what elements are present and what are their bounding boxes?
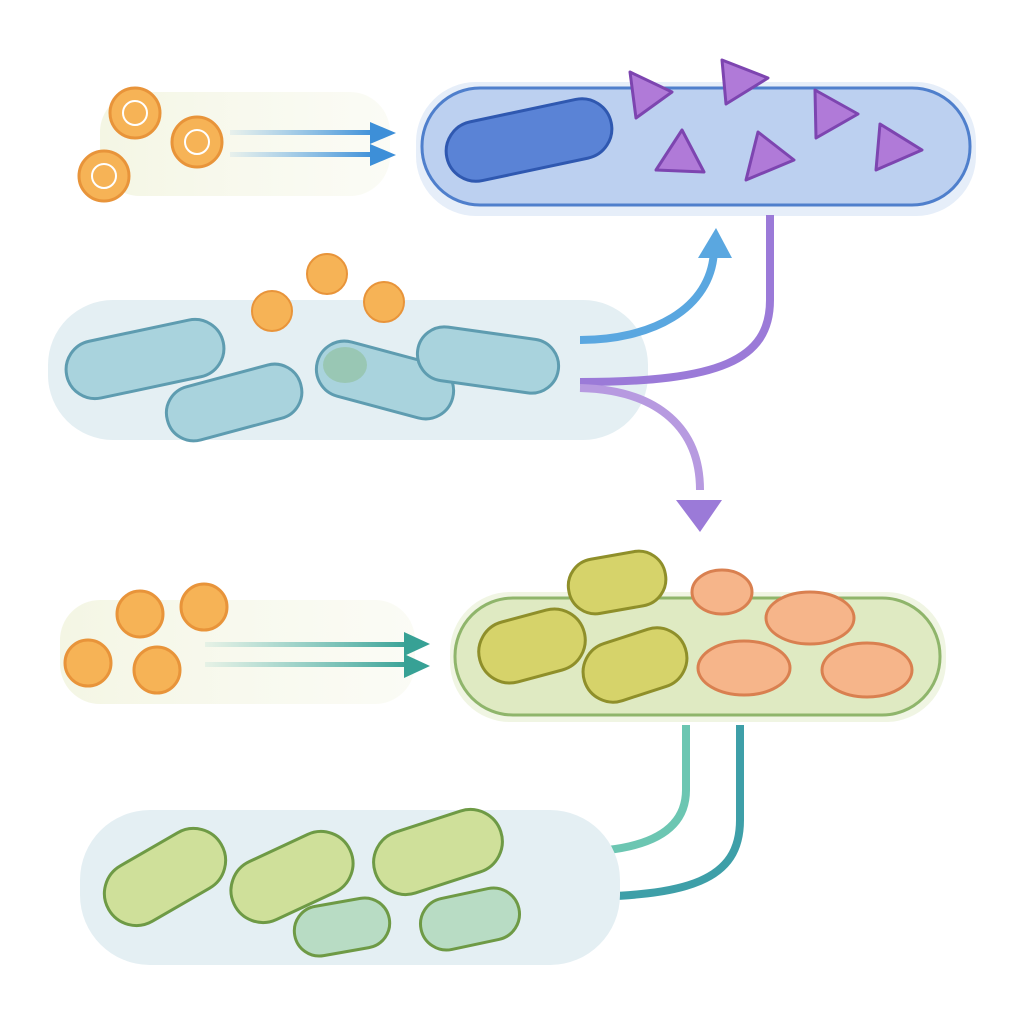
rod-bacterium-icon <box>102 807 521 958</box>
arrow-icon <box>579 215 774 532</box>
rod-bacterium-icon <box>64 317 561 443</box>
blue-capsule <box>416 58 976 216</box>
triangle-particle-icon <box>628 58 924 182</box>
oval-particle-icon <box>690 568 914 699</box>
rod-bacterium-icon <box>444 97 614 183</box>
arrow-icon <box>205 632 430 678</box>
orange-particle-icon <box>251 253 405 332</box>
input-band <box>100 92 390 196</box>
middle-rod-group <box>48 253 648 443</box>
bottom-rod-group <box>80 807 620 965</box>
bottom-input-group <box>60 582 430 704</box>
orange-particle-icon <box>77 86 224 203</box>
green-capsule <box>450 549 946 722</box>
rod-bacterium-icon <box>477 549 689 704</box>
orange-particle-icon <box>63 582 229 695</box>
top-input-group <box>77 86 396 203</box>
arrow-icon <box>230 122 396 166</box>
